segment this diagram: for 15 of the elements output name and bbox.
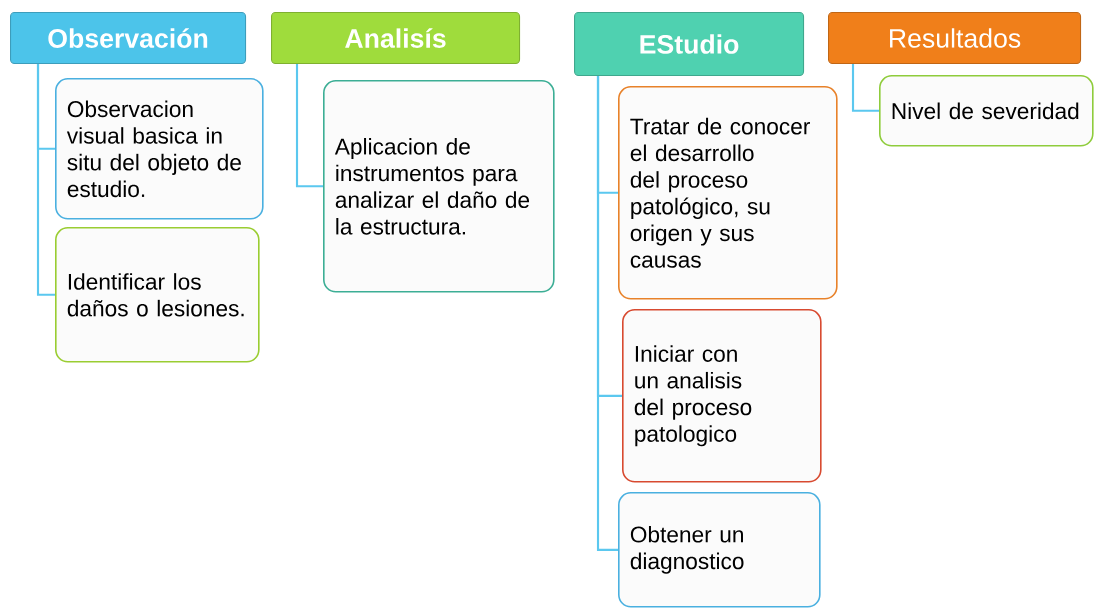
header-box: Observación [10, 12, 247, 65]
header-box: Analisís [271, 12, 521, 65]
connector-line [295, 64, 323, 188]
text-box: Aplicacion de instrumentos para analizar el daño de la estructura. [323, 80, 555, 293]
header-box: Resultados [828, 12, 1082, 65]
text-box: Tratar de conocer el desarrollo del proceso patológico, su origen y sus causas [618, 86, 838, 300]
text-box: Observacion visual basica in situ del objeto de estudio. [55, 78, 264, 220]
text-box: Identificar los daños o lesiones. [55, 227, 260, 363]
text-box: Iniciar con un analisis del proceso patologico [622, 309, 822, 483]
connector-line [851, 64, 879, 112]
connector-line [36, 64, 55, 296]
text-box: Obtener un diagnostico [618, 492, 821, 608]
header-box: EStudio [574, 12, 805, 77]
connector-line [596, 76, 618, 551]
text-box: Nivel de severidad [879, 75, 1094, 147]
